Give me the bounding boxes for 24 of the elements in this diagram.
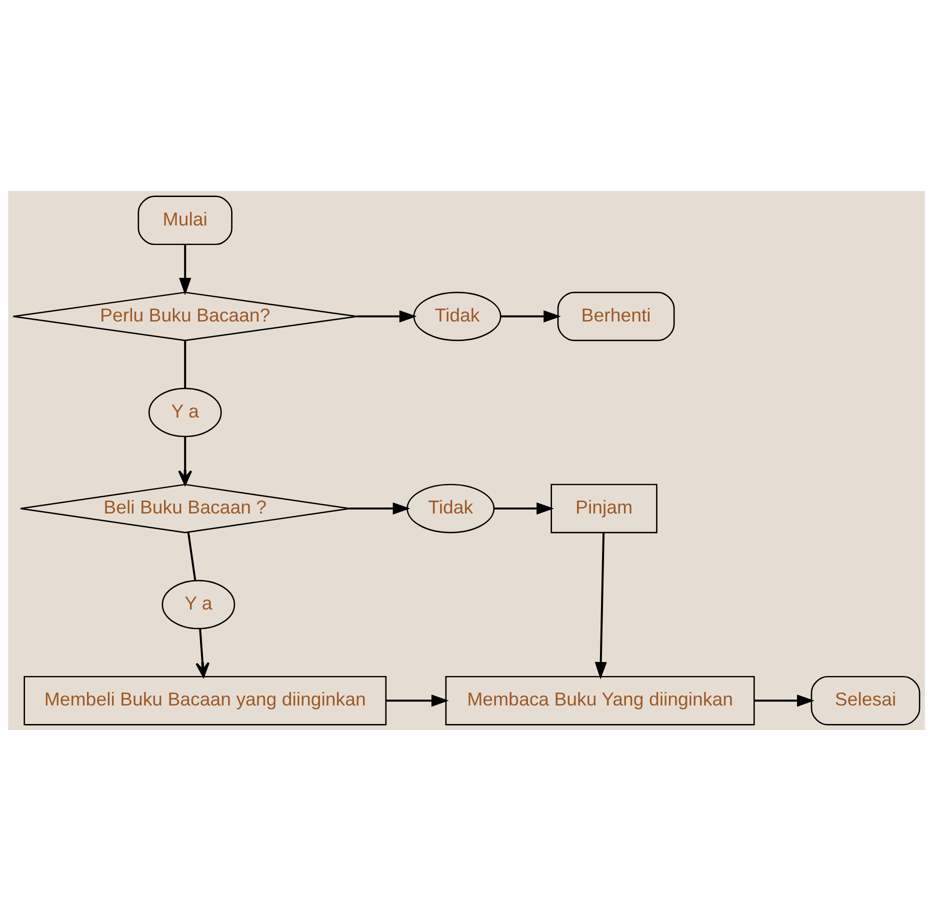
node-ellipse: Tidak <box>406 483 495 533</box>
node-box: Selesai <box>810 675 920 725</box>
arrow <box>178 436 192 485</box>
node-box: Pinjam <box>550 483 658 533</box>
arrow <box>594 532 607 679</box>
arrow <box>386 694 449 706</box>
arrow <box>500 310 561 322</box>
node-box: Mulai <box>138 195 232 245</box>
node-ellipse: Y a <box>148 387 222 437</box>
node-ellipse: Tidak <box>413 291 502 341</box>
node-ellipse: Y a <box>162 579 236 629</box>
arrow <box>179 244 192 295</box>
arrow <box>494 502 554 514</box>
arrow <box>356 310 417 322</box>
node-box: Membaca Buku Yang diinginkan <box>445 675 755 725</box>
node-box: Berhenti <box>557 291 675 341</box>
arrow <box>350 502 410 514</box>
node-diamond: Perlu Buku Bacaan? <box>12 291 358 341</box>
arrow <box>196 628 210 677</box>
node-diamond: Beli Buku Bacaan ? <box>20 483 350 533</box>
connector <box>184 340 186 388</box>
arrow <box>754 694 814 706</box>
connector <box>187 532 196 580</box>
node-box: Membeli Buku Bacaan yang diinginkan <box>24 675 387 725</box>
